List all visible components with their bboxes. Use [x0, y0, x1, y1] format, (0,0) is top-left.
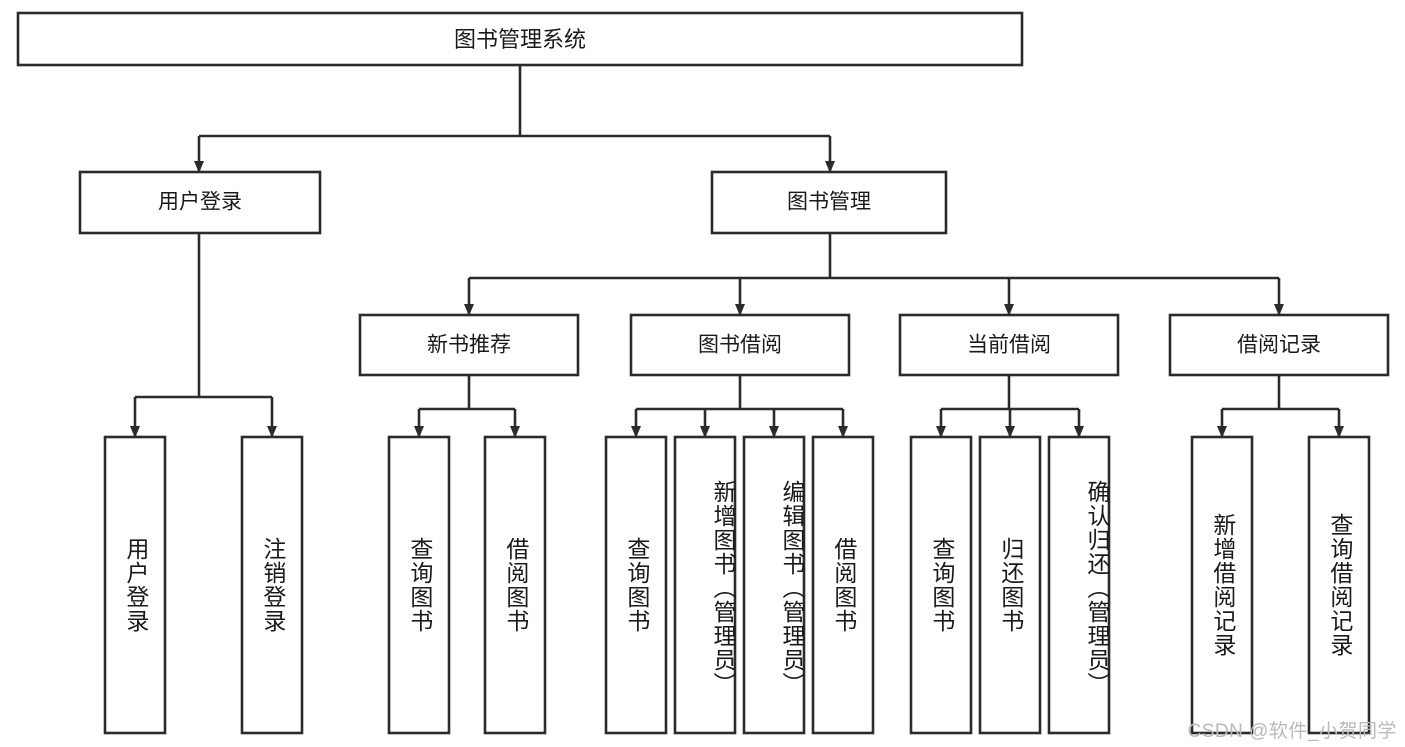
- node-user-login-label: 用户登录: [158, 191, 242, 214]
- node-new-book-recommend-label: 新书推荐: [427, 334, 511, 357]
- connector-userlogin-to-leaves: [130, 233, 277, 438]
- leaf-box-borrow-book-2[interactable]: [811, 435, 875, 735]
- leaf-box-add-book[interactable]: [673, 435, 737, 735]
- leaf-boxes-new-book-recommend: [387, 435, 547, 735]
- node-book-borrow-label: 图书借阅: [698, 334, 782, 357]
- node-user-login[interactable]: 用户登录: [78, 170, 322, 235]
- node-book-management-label: 图书管理: [787, 191, 871, 214]
- leaf-box-edit-book[interactable]: [742, 435, 806, 735]
- node-borrow-record-label: 借阅记录: [1237, 334, 1321, 357]
- leaf-box-confirm-return[interactable]: [1047, 435, 1111, 735]
- connector-bookborrow-to-leaves: [631, 375, 848, 438]
- node-new-book-recommend[interactable]: 新书推荐: [358, 313, 580, 377]
- leaf-box-add-record[interactable]: [1190, 435, 1254, 735]
- leaf-box-query-record[interactable]: [1307, 435, 1371, 735]
- connector-root-to-level1: [194, 65, 835, 173]
- leaf-box-query-book-3[interactable]: [909, 435, 973, 735]
- leaf-box-borrow-book-1[interactable]: [483, 435, 547, 735]
- connector-bookmgmt-to-level2: [464, 233, 1284, 316]
- node-current-borrow-label: 当前借阅: [967, 334, 1051, 357]
- node-book-management[interactable]: 图书管理: [710, 170, 948, 235]
- leaf-boxes-borrow-record: [1190, 435, 1371, 735]
- leaf-box-logout-login[interactable]: [240, 435, 304, 735]
- leaf-box-query-book-2[interactable]: [604, 435, 668, 735]
- node-root[interactable]: 图书管理系统: [16, 11, 1024, 67]
- connector-currentborrow-to-leaves: [936, 375, 1084, 438]
- leaf-boxes-book-borrow: [604, 435, 875, 735]
- node-book-borrow[interactable]: 图书借阅: [629, 313, 851, 377]
- node-current-borrow[interactable]: 当前借阅: [898, 313, 1120, 377]
- leaf-boxes-user-login: [103, 435, 304, 735]
- node-borrow-record[interactable]: 借阅记录: [1168, 313, 1390, 377]
- leaf-boxes-current-borrow: [909, 435, 1111, 735]
- leaf-box-return-book[interactable]: [978, 435, 1042, 735]
- csdn-watermark: CSDN @软件_小贺同学: [1187, 721, 1397, 742]
- leaf-box-query-book-1[interactable]: [387, 435, 451, 735]
- node-root-label: 图书管理系统: [454, 27, 586, 52]
- leaf-box-user-login[interactable]: [103, 435, 167, 735]
- connector-borrowrecord-to-leaves: [1217, 375, 1344, 438]
- connector-newbook-to-leaves: [414, 375, 520, 438]
